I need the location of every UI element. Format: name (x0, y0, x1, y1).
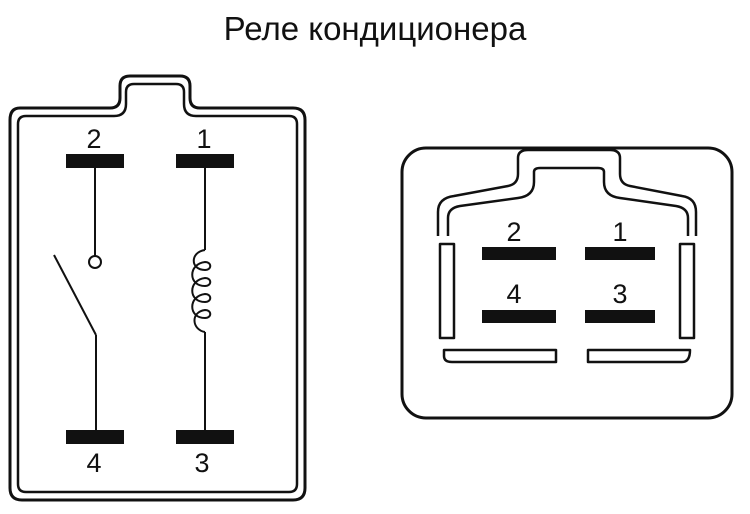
connector-pin-label-2: 2 (506, 217, 521, 247)
relay-housing-inner (16, 82, 299, 494)
connector-terminal-3 (585, 310, 655, 323)
relay-terminal-3 (176, 430, 234, 444)
connector-view (400, 146, 734, 420)
connector-terminal-2 (482, 247, 556, 260)
connector-terminal-1 (585, 247, 655, 260)
relay-pin-label-3: 3 (194, 448, 209, 478)
connector-guide-left (442, 348, 558, 364)
relay-pin-label-4: 4 (86, 448, 101, 478)
connector-latch-left (438, 242, 456, 340)
relay-terminal-1 (176, 154, 234, 168)
relay-housing-outer (8, 74, 307, 502)
connector-key-inner (446, 166, 690, 236)
connector-pin-label-4: 4 (506, 279, 521, 309)
connector-latch-right (678, 242, 696, 340)
relay-pin-label-1: 1 (196, 124, 211, 154)
connector-guide-right (586, 348, 692, 364)
switch-blade (53, 254, 97, 336)
connector-pin-label-3: 3 (612, 279, 627, 309)
connector-pin-label-1: 1 (612, 217, 627, 247)
relay-terminal-2 (66, 154, 124, 168)
relay-terminal-4 (66, 430, 124, 444)
connector-body (400, 146, 734, 420)
connector-key-outer (436, 148, 698, 236)
coil-winding (191, 249, 212, 333)
connector-terminal-4 (482, 310, 556, 323)
diagram-title: Реле кондиционера (223, 10, 527, 47)
switch-contact (88, 255, 102, 269)
relay-pin-label-2: 2 (86, 124, 101, 154)
relay-schematic (8, 74, 307, 502)
